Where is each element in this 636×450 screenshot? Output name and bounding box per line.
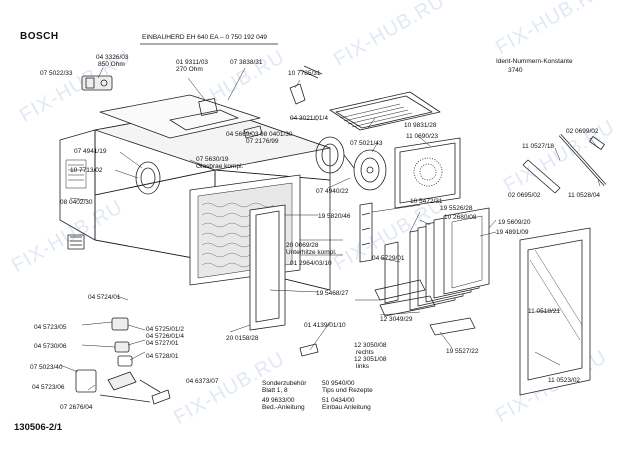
part-label: 07 2176/99 — [246, 138, 279, 145]
part-label: 08 0402/30 — [60, 199, 93, 206]
part-label: 04 5726/01/4 — [146, 333, 184, 340]
part-label: 11 0518/21 — [528, 308, 561, 315]
part-label: links — [356, 363, 370, 370]
brand-logo: BOSCH — [20, 31, 59, 42]
door-hinges — [374, 279, 476, 336]
part-label: 04 3021/01/4 — [290, 115, 328, 122]
grill-heater — [299, 65, 441, 131]
part-label: 10 5472/31 — [410, 198, 443, 205]
ident-label: Ident-Nummern-Konstante — [496, 58, 573, 65]
part-label: 19 5609/20 — [498, 219, 531, 226]
part-label: 07 5023/40 — [30, 364, 63, 371]
part-label: 07 2676/04 — [60, 404, 93, 411]
part-label: rechts — [356, 349, 374, 356]
part-label: 07 3838/31 — [230, 59, 263, 66]
part-label: 12 3050/08 — [354, 342, 387, 349]
top-cover — [99, 94, 261, 139]
part-label: Blatt 1, 8 — [262, 387, 288, 394]
oven-frame — [249, 204, 286, 331]
fan-assembly — [315, 136, 387, 191]
part-label: 04 5669/03 — [226, 131, 259, 138]
part-label: 07 5630/19 — [196, 156, 229, 163]
part-label: 07 4941/19 — [74, 148, 107, 155]
part-label: 850 Ohm — [98, 61, 125, 68]
part-label: 19 5526/28 — [440, 205, 473, 212]
part-label: 12 3049/29 — [380, 316, 413, 323]
thermostat-block — [81, 75, 113, 91]
part-label: Unterhitze kompl. — [286, 249, 337, 256]
part-label: 07 4940/22 — [316, 188, 349, 195]
part-label: 07 5021/43 — [350, 140, 383, 147]
part-label: 19 5468/27 — [316, 290, 349, 297]
part-label: 01 9311/03 — [176, 59, 209, 66]
part-label: 10 7713/02 — [70, 167, 103, 174]
part-label: 10 7785/31 — [288, 70, 321, 77]
model-title: EINBAUHERD EH 640 EA – 0 750 192 049 — [142, 34, 268, 41]
part-label: 04 5723/06 — [32, 384, 65, 391]
part-label: 01 2964/03/10 — [290, 260, 332, 267]
part-label: 10 9831/28 — [404, 122, 437, 129]
part-label: 51 0434/00 — [322, 397, 355, 404]
part-label: 20 0069/28 — [286, 242, 319, 249]
part-label: 04 5730/06 — [34, 343, 67, 350]
part-label: Einbau Anleitung — [322, 404, 371, 411]
part-label: 270 Ohm — [176, 66, 203, 73]
ident-value: 3740 — [508, 67, 523, 74]
ring-heater — [135, 161, 161, 195]
part-label: 11 0523/02 — [548, 377, 581, 384]
part-label: 49 9633/00 — [262, 397, 295, 404]
page-reference: 130506-2/1 — [14, 422, 63, 433]
part-label: 04 5727/01 — [146, 340, 179, 347]
part-label: 01 4139/01/10 — [304, 322, 346, 329]
part-label: 04 6373/07 — [186, 378, 219, 385]
part-label: Tips und Rezepte — [322, 387, 373, 394]
part-label: 04 5728/01 — [146, 353, 179, 360]
part-label: Bed.-Anleitung — [262, 404, 305, 411]
part-label: 11 0690/23 — [406, 133, 439, 140]
door-glass-stack — [409, 207, 490, 311]
part-label: Glasbrae kompl. — [196, 163, 244, 170]
rear-panel — [394, 137, 461, 209]
part-label: 04 5723/05 — [34, 324, 67, 331]
part-label: Sonderzubehör — [262, 380, 307, 387]
part-label: 12 3051/08 — [354, 356, 387, 363]
part-label: 04 3326/03 — [96, 54, 129, 61]
part-label: 02 0699/02 — [566, 128, 599, 135]
part-label: 04 5729/01 — [372, 255, 405, 262]
part-label: 11 0528/04 — [568, 192, 601, 199]
part-label: 04 5724/01 — [88, 294, 121, 301]
part-label: 19 5527/22 — [446, 348, 479, 355]
part-label: 19 5820/46 — [318, 213, 351, 220]
part-label: 10 2680/08 — [444, 214, 477, 221]
switch-cluster — [75, 317, 171, 405]
part-label: 50 9540/00 — [322, 380, 355, 387]
handle-bar — [522, 133, 607, 194]
part-label: 04 5725/01/2 — [146, 326, 184, 333]
part-label: 02 0695/02 — [508, 192, 541, 199]
part-label: 20 0158/28 — [226, 335, 259, 342]
small-parts — [67, 83, 319, 357]
leader-lines — [59, 67, 601, 391]
part-label: 07 5022/33 — [40, 70, 73, 77]
part-label: 08 0401/30 — [260, 131, 293, 138]
side-rails — [359, 202, 399, 304]
part-label: 11 0527/18 — [522, 143, 555, 150]
part-label: 19 4891/09 — [496, 229, 529, 236]
